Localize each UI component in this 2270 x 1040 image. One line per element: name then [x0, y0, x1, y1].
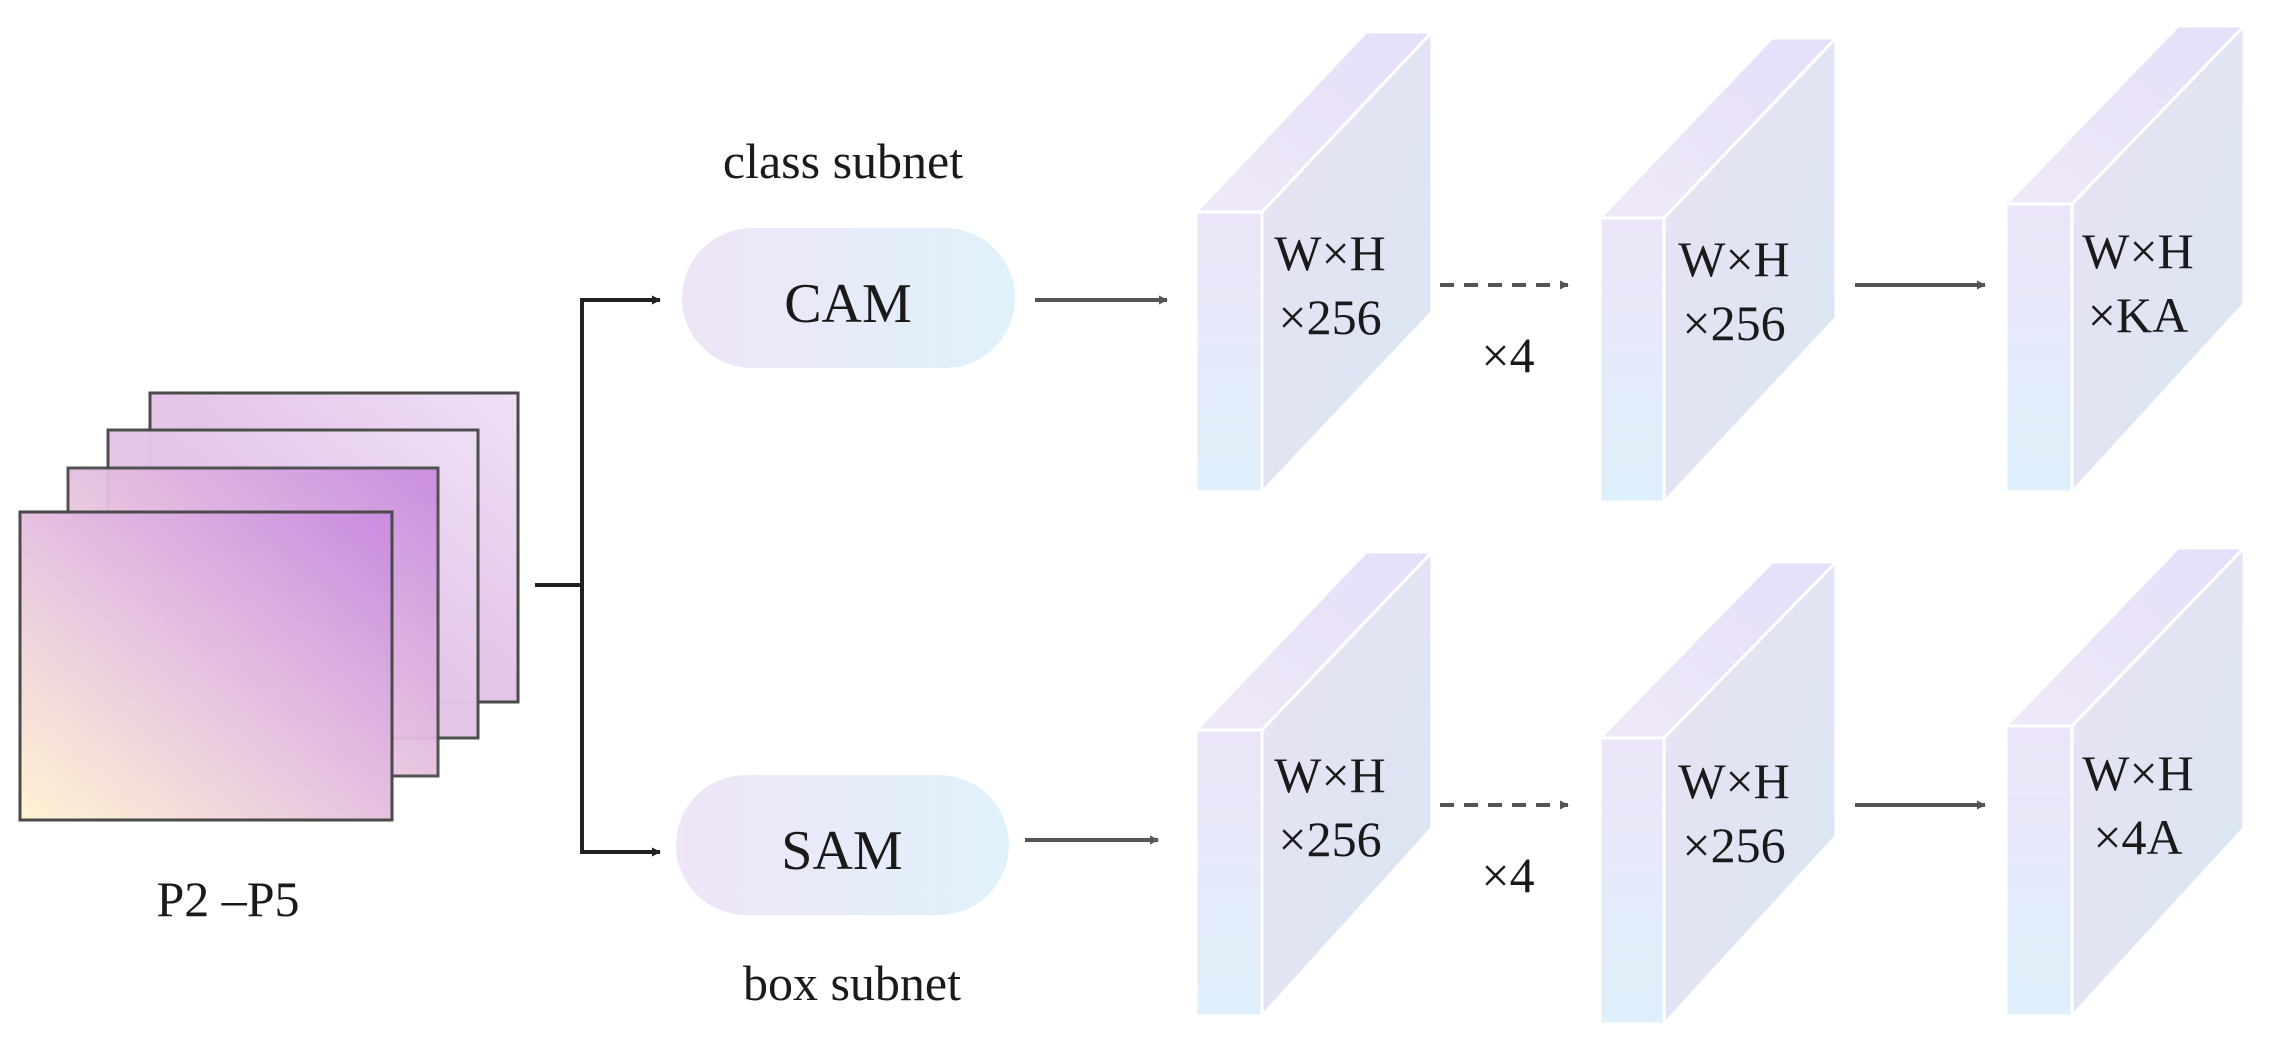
feature-map-1 — [18, 510, 394, 822]
cam-label: CAM — [784, 273, 912, 335]
bottom-block-1-line2: ×256 — [1278, 811, 1381, 867]
sam-module — [676, 775, 1009, 915]
class-subnet-label: class subnet — [723, 133, 963, 189]
bottom-block-1: W×H ×256 — [1192, 548, 1436, 1020]
top-repeat-label: ×4 — [1481, 327, 1534, 383]
box-subnet-label: box subnet — [743, 955, 961, 1011]
top-block-1-line1: W×H — [1274, 225, 1386, 281]
top-block-2: W×H ×256 — [1596, 34, 1840, 506]
sam-label: SAM — [781, 820, 902, 882]
top-block-2-line2: ×256 — [1682, 295, 1785, 351]
input-label: P2 –P5 — [156, 871, 299, 927]
bottom-block-2-line2: ×256 — [1682, 817, 1785, 873]
top-block-3-line2: ×KA — [2088, 287, 2188, 343]
bottom-block-3: W×H ×4A — [2002, 544, 2248, 1020]
top-block-3: W×H ×KA — [2002, 22, 2248, 496]
bottom-repeat-label: ×4 — [1481, 847, 1534, 903]
bottom-block-1-line1: W×H — [1274, 747, 1386, 803]
bottom-block-2-line1: W×H — [1678, 753, 1790, 809]
bottom-block-3-line2: ×4A — [2093, 809, 2182, 865]
cam-module — [682, 228, 1015, 368]
top-block-1: W×H ×256 — [1192, 28, 1436, 496]
top-block-3-line1: W×H — [2082, 223, 2194, 279]
feature-map-stack — [18, 391, 520, 822]
bottom-block-3-line1: W×H — [2082, 745, 2194, 801]
branch-connector — [535, 295, 661, 857]
bottom-block-2: W×H ×256 — [1596, 558, 1840, 1028]
top-block-1-line2: ×256 — [1278, 289, 1381, 345]
top-block-2-line1: W×H — [1678, 231, 1790, 287]
